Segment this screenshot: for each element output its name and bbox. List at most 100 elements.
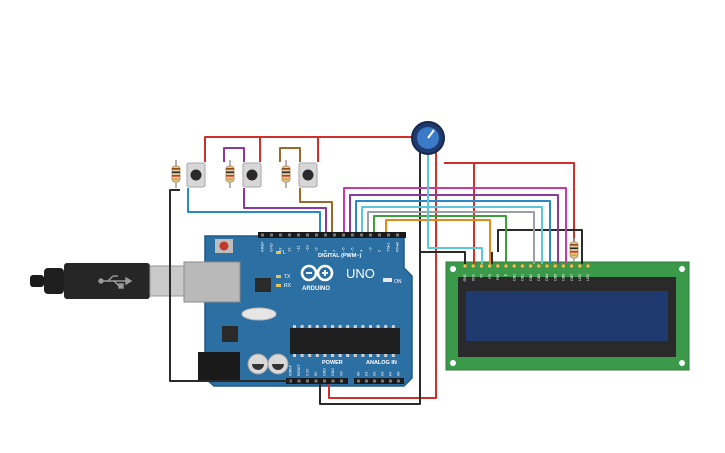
wire-red-buttons[interactable] xyxy=(204,136,319,162)
digital-pin[interactable] xyxy=(333,233,336,237)
lcd-pin[interactable] xyxy=(470,263,476,269)
usb-chip xyxy=(255,278,271,292)
wire-purple-btn2-top[interactable] xyxy=(223,147,245,162)
lcd-pin[interactable] xyxy=(569,263,574,269)
resistor-3[interactable] xyxy=(281,160,291,188)
lcd-pin[interactable] xyxy=(503,263,509,269)
push-button-1[interactable] xyxy=(186,162,206,188)
lcd-pin[interactable] xyxy=(528,263,533,269)
chip-pin xyxy=(346,325,350,328)
push-button-cap[interactable] xyxy=(190,169,202,181)
analog-pin[interactable] xyxy=(365,379,368,383)
digital-pin[interactable] xyxy=(288,233,291,237)
wire-red-pot-lcd[interactable] xyxy=(444,162,575,255)
lcd-pin[interactable] xyxy=(577,263,583,269)
digital-pin[interactable] xyxy=(378,233,381,237)
digital-pin[interactable] xyxy=(360,233,363,237)
push-button-2[interactable] xyxy=(242,162,262,188)
power-pin[interactable] xyxy=(297,379,301,383)
wire-brown-btn3-top[interactable] xyxy=(279,147,301,162)
resistor-4[interactable] xyxy=(569,238,579,262)
digital-pin[interactable] xyxy=(306,233,309,237)
potentiometer[interactable] xyxy=(411,121,445,155)
power-pin[interactable] xyxy=(306,379,309,383)
lcd-pin-label: DB2 xyxy=(529,274,533,281)
resistor-band xyxy=(172,175,180,177)
chip-pin xyxy=(384,354,388,357)
power-pin[interactable] xyxy=(289,379,292,383)
digital-pin[interactable] xyxy=(342,233,345,237)
push-button-3[interactable] xyxy=(298,162,318,188)
power-pin[interactable] xyxy=(331,379,335,383)
power-pin[interactable] xyxy=(314,379,318,383)
wire-cyan-d5[interactable] xyxy=(361,206,543,264)
wire-purple-btn2[interactable] xyxy=(243,188,327,232)
lcd-pin[interactable] xyxy=(479,263,484,269)
resistor-2[interactable] xyxy=(225,160,235,188)
wire-brown-btn3[interactable] xyxy=(299,188,333,232)
lcd-pin[interactable] xyxy=(544,263,550,269)
digital-pin[interactable] xyxy=(387,233,390,237)
chip-pin xyxy=(308,354,312,357)
digital-pin[interactable] xyxy=(315,233,318,237)
push-button-cap[interactable] xyxy=(246,169,258,181)
lcd-pin[interactable] xyxy=(520,263,525,269)
wire-blue-btn1[interactable] xyxy=(187,188,321,232)
digital-pin[interactable] xyxy=(270,233,273,237)
lcd-pin[interactable] xyxy=(462,263,468,269)
on-label: ON xyxy=(394,279,402,285)
resistor-band xyxy=(172,168,180,170)
wire-black-gnd-left[interactable] xyxy=(169,189,290,382)
analog-pin[interactable] xyxy=(389,379,392,383)
chip-pin xyxy=(338,354,342,357)
usb-cable[interactable] xyxy=(30,263,185,299)
digital-header xyxy=(258,232,406,238)
wire-orange-d8[interactable] xyxy=(385,219,491,264)
lcd-pin[interactable] xyxy=(536,263,542,269)
digital-pin-label: 4 xyxy=(359,249,364,252)
digital-pin[interactable] xyxy=(351,233,354,237)
wire-purple-e[interactable] xyxy=(349,194,559,264)
arduino-board[interactable]: L TX RX ON ARDUINO UNO DIGITAL (PWM~) PO… xyxy=(183,232,413,387)
analog-pin[interactable] xyxy=(397,379,400,383)
lcd-pin[interactable] xyxy=(511,263,517,269)
wire-green-d7[interactable] xyxy=(373,215,507,264)
digital-pin[interactable] xyxy=(261,233,264,237)
resistor-band xyxy=(282,168,290,170)
digital-pin[interactable] xyxy=(396,233,399,237)
wire-red-5v[interactable] xyxy=(328,152,437,399)
regulator xyxy=(222,326,238,342)
resistor-1[interactable] xyxy=(171,160,181,188)
wire-blue-d4[interactable] xyxy=(355,200,551,264)
lcd-pin[interactable] xyxy=(487,263,492,269)
wire-cyan-pot-v0[interactable] xyxy=(427,152,483,264)
push-button-cap[interactable] xyxy=(302,169,314,181)
wire-black-lcd-gnd[interactable] xyxy=(420,251,466,264)
wire-black-lcd-led[interactable] xyxy=(497,229,583,264)
lcd-pin[interactable] xyxy=(561,263,566,269)
lcd-pin[interactable] xyxy=(585,263,591,269)
digital-pin[interactable] xyxy=(279,233,282,237)
wire-gray-d6[interactable] xyxy=(367,211,535,264)
power-pin[interactable] xyxy=(323,379,326,383)
analog-pin[interactable] xyxy=(381,379,384,383)
resistor-band xyxy=(172,171,180,174)
tx-led xyxy=(276,275,281,278)
lcd-pin[interactable] xyxy=(495,263,501,269)
digital-pin[interactable] xyxy=(324,233,327,237)
analog-pin[interactable] xyxy=(373,379,376,383)
chip-pin xyxy=(384,325,388,328)
analog-pin[interactable] xyxy=(357,379,360,383)
power-pin[interactable] xyxy=(340,379,343,383)
lcd-pin[interactable] xyxy=(552,263,558,269)
capacitor-1-mark xyxy=(252,364,264,370)
digital-pin-label: 13 xyxy=(278,247,283,252)
chip-pin xyxy=(331,325,334,328)
reset-button-cap[interactable] xyxy=(219,241,229,251)
digital-pin[interactable] xyxy=(369,233,372,237)
resistors xyxy=(171,160,579,262)
digital-pin[interactable] xyxy=(297,233,300,237)
wire-magenta-rs[interactable] xyxy=(343,187,567,264)
wire-black-gnd-pot[interactable] xyxy=(319,152,421,405)
